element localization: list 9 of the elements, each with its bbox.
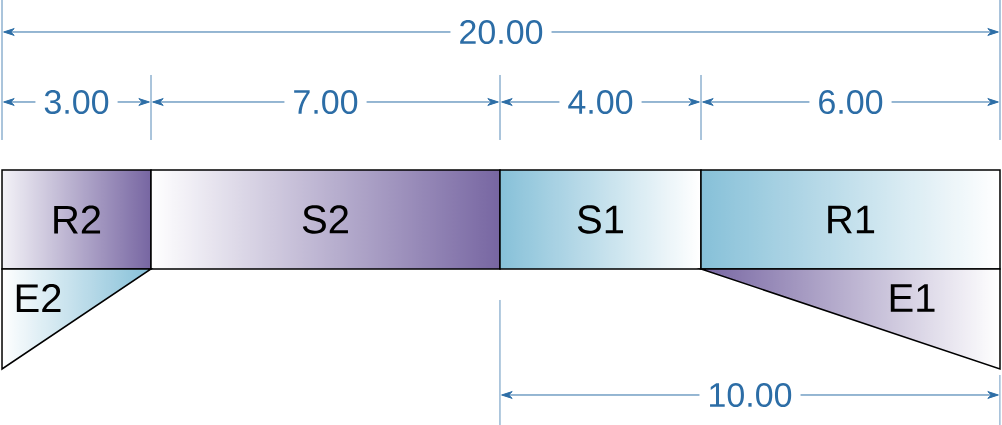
- bar-segment: S1: [499, 169, 702, 270]
- dimension-label: 10.00: [699, 380, 801, 410]
- dimension-label: 6.00: [809, 87, 892, 117]
- dimension-label: 7.00: [284, 87, 367, 117]
- dimension-label: 20.00: [450, 17, 552, 47]
- dimension-label: 3.00: [35, 87, 118, 117]
- bar-segment: R2: [1, 169, 152, 270]
- dimension-label: 4.00: [559, 87, 642, 117]
- bar-segment: R1: [700, 169, 1001, 270]
